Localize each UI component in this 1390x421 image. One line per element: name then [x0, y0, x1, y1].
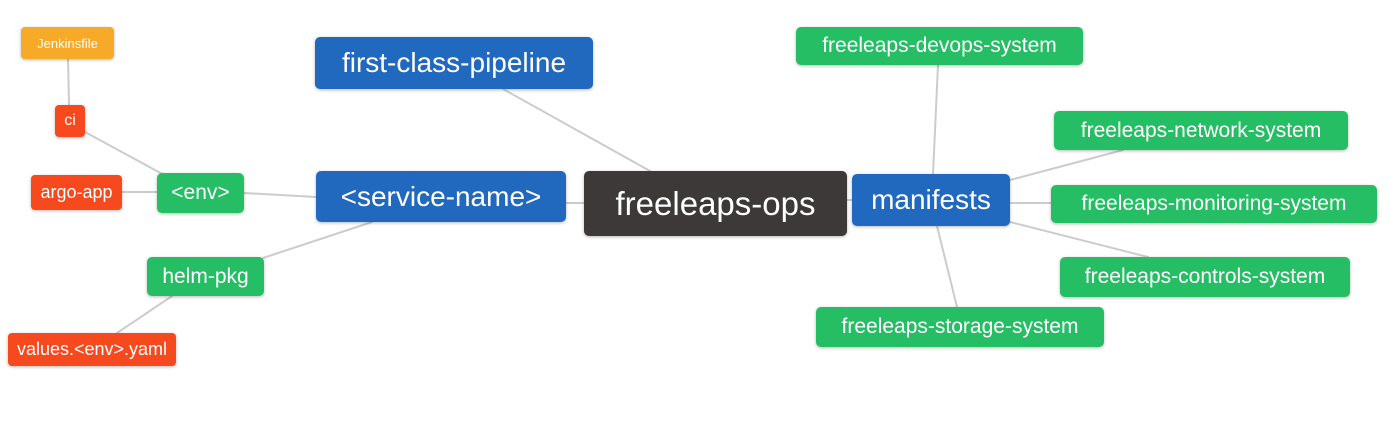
node-first-class-pipeline[interactable]: first-class-pipeline	[315, 37, 593, 89]
node-manifests[interactable]: manifests	[852, 174, 1010, 226]
edge-manifests-network	[1009, 149, 1124, 181]
node-jenkinsfile[interactable]: Jenkinsfile	[21, 27, 114, 59]
node-env[interactable]: <env>	[157, 173, 244, 213]
node-service-name[interactable]: <service-name>	[316, 171, 566, 222]
edge-manifests-storage	[936, 225, 958, 308]
node-freeleaps-monitoring-system[interactable]: freeleaps-monitoring-system	[1051, 185, 1377, 223]
edge-jenkinsfile-ci	[67, 58, 70, 106]
node-ci[interactable]: ci	[55, 105, 85, 137]
node-values-env-yaml[interactable]: values.<env>.yaml	[8, 333, 176, 366]
node-freeleaps-storage-system[interactable]: freeleaps-storage-system	[816, 307, 1104, 347]
edge-values-helm-pkg	[116, 295, 173, 334]
edge-pipeline-freeleaps-ops	[502, 88, 651, 172]
node-freeleaps-devops-system[interactable]: freeleaps-devops-system	[796, 27, 1083, 65]
edge-ci-env	[84, 131, 167, 177]
node-argo-app[interactable]: argo-app	[31, 175, 122, 210]
node-helm-pkg[interactable]: helm-pkg	[147, 257, 264, 296]
node-freeleaps-network-system[interactable]: freeleaps-network-system	[1054, 111, 1348, 150]
node-freeleaps-ops-root[interactable]: freeleaps-ops	[584, 171, 847, 236]
edge-helm-pkg-service-name	[262, 221, 373, 259]
edge-manifests-devops	[932, 64, 939, 175]
node-freeleaps-controls-system[interactable]: freeleaps-controls-system	[1060, 257, 1350, 297]
edge-env-service-name	[243, 192, 317, 198]
edge-manifests-controls	[1009, 221, 1149, 258]
